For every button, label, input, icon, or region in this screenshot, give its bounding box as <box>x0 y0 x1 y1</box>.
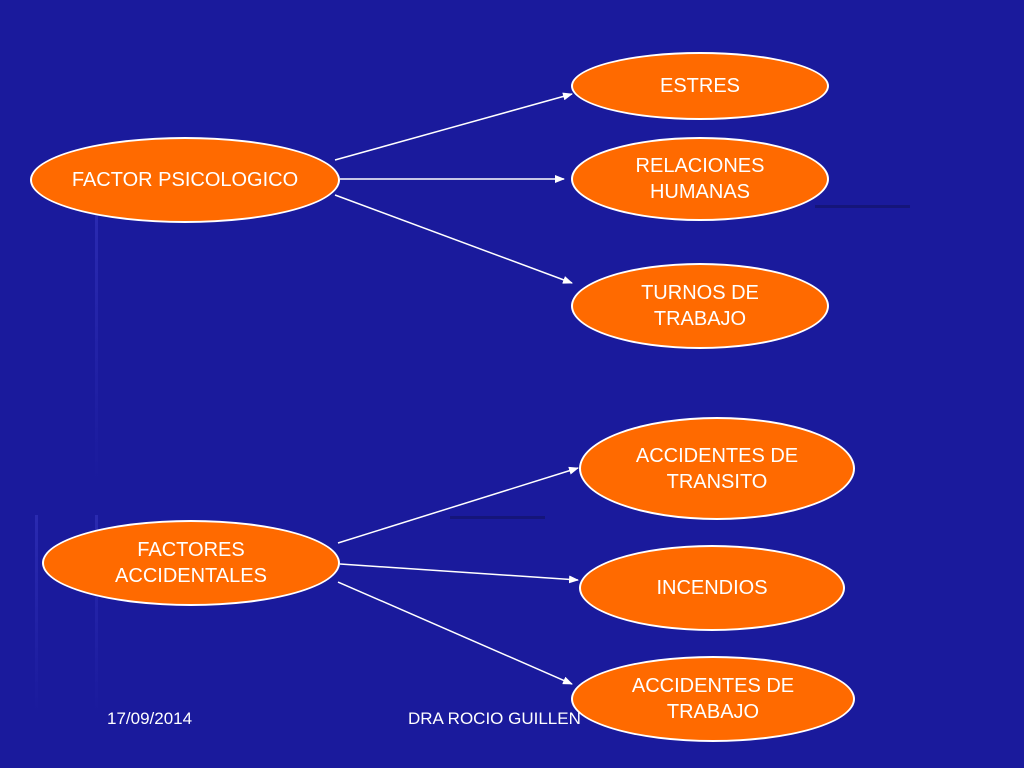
node-label: ACCIDENTES DE TRABAJO <box>631 675 795 723</box>
node-factor-psicologico: FACTOR PSICOLOGICO <box>30 137 340 223</box>
node-estres: ESTRES <box>571 52 829 120</box>
node-label: FACTOR PSICOLOGICO <box>71 169 299 191</box>
node-label: FACTORES ACCIDENTALES <box>115 539 267 587</box>
node-label: TURNOS DE TRABAJO <box>641 282 759 330</box>
connector-arrow <box>337 466 579 544</box>
node-incendios: INCENDIOS <box>579 545 845 631</box>
decorative-strip <box>95 515 98 715</box>
node-turnos-de-trabajo: TURNOS DE TRABAJO <box>571 263 829 349</box>
node-label: ACCIDENTES DE TRANSITO <box>635 444 799 493</box>
node-relaciones-humanas: RELACIONES HUMANAS <box>571 137 829 221</box>
node-accidentes-de-trabajo: ACCIDENTES DE TRABAJO <box>571 656 855 742</box>
node-label: RELACIONES HUMANAS <box>635 155 765 203</box>
node-label: INCENDIOS <box>656 577 768 599</box>
decorative-strip <box>450 516 545 519</box>
decorative-strip <box>815 205 910 208</box>
footer-date: 17/09/2014 <box>107 709 193 728</box>
decorative-strip <box>95 215 98 485</box>
node-factores-accidentales: FACTORES ACCIDENTALES <box>42 520 340 606</box>
node-accidentes-de-transito: ACCIDENTES DE TRANSITO <box>579 417 855 520</box>
footer-author: DRA ROCIO GUILLEN <box>408 709 581 728</box>
connector-arrow <box>337 581 573 685</box>
node-label: ESTRES <box>659 75 741 97</box>
connector-arrow <box>334 194 573 284</box>
connector-arrow <box>334 92 573 161</box>
decorative-strip <box>35 515 38 715</box>
connector-arrow <box>339 563 579 584</box>
